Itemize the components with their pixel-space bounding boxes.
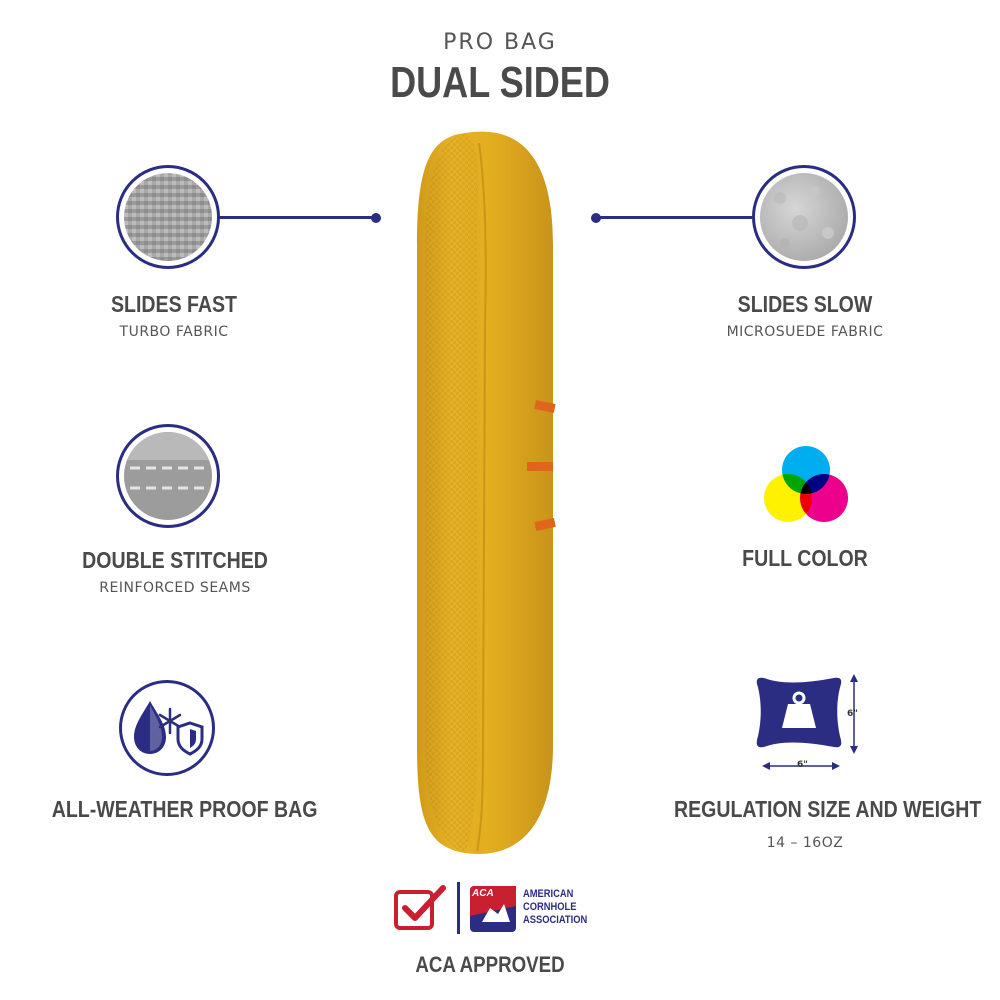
page-title: DUAL SIDED <box>390 58 610 107</box>
woven-fabric-icon <box>124 173 212 261</box>
aca-approved: ACA APPROVED <box>415 952 565 977</box>
regulation-title: REGULATION SIZE AND WEIGHT <box>674 796 982 822</box>
aca-shield-icon <box>470 886 516 932</box>
full-color-title: FULL COLOR <box>742 545 868 571</box>
bag-side-view <box>417 131 556 854</box>
weather-shield-icon <box>134 701 204 756</box>
aca-logo: ACA <box>470 886 516 932</box>
weight-bag-icon <box>756 674 858 770</box>
slides-fast-title: SLIDES FAST <box>110 291 238 317</box>
double-stitched-title: DOUBLE STITCHED <box>82 547 268 573</box>
slides-slow-sub: MICROSUEDE FABRIC <box>726 324 884 340</box>
checkmark-icon <box>394 885 446 930</box>
dimension-height: 6" <box>847 709 858 719</box>
stitched-seam-icon <box>124 432 212 520</box>
microsuede-fabric-icon <box>760 173 848 261</box>
regulation-sub: 14 – 16OZ <box>766 835 844 851</box>
stripe-mark <box>534 518 556 531</box>
cmy-color-icon <box>764 446 848 522</box>
slides-slow-title: SLIDES SLOW <box>737 291 873 317</box>
turbo-fabric-swatch <box>116 165 220 269</box>
microsuede-fabric-swatch <box>752 165 856 269</box>
slides-fast-sub: TURBO FABRIC <box>119 324 229 340</box>
weather-icon-circle <box>119 680 215 776</box>
stitched-seam-swatch <box>116 424 220 528</box>
weather-title: ALL-WEATHER PROOF BAG <box>51 796 318 822</box>
stripe-mark <box>534 400 556 413</box>
divider <box>457 882 460 934</box>
connector-dot <box>591 213 601 223</box>
connector-dot <box>371 213 381 223</box>
connector-line <box>597 216 752 219</box>
connector-line <box>219 216 377 219</box>
dimension-width: 6" <box>797 760 808 770</box>
aca-name-line: AMERICAN <box>523 888 574 900</box>
aca-name: AMERICAN CORNHOLE ASSOCIATION <box>523 888 587 927</box>
aca-badge-text: ACA <box>472 888 494 899</box>
aca-name-line: CORNHOLE <box>523 901 577 913</box>
double-stitched-sub: REINFORCED SEAMS <box>99 580 251 596</box>
aca-name-line: ASSOCIATION <box>523 914 588 926</box>
subtitle: PRO BAG <box>443 30 557 55</box>
stripe-mark <box>527 462 553 471</box>
